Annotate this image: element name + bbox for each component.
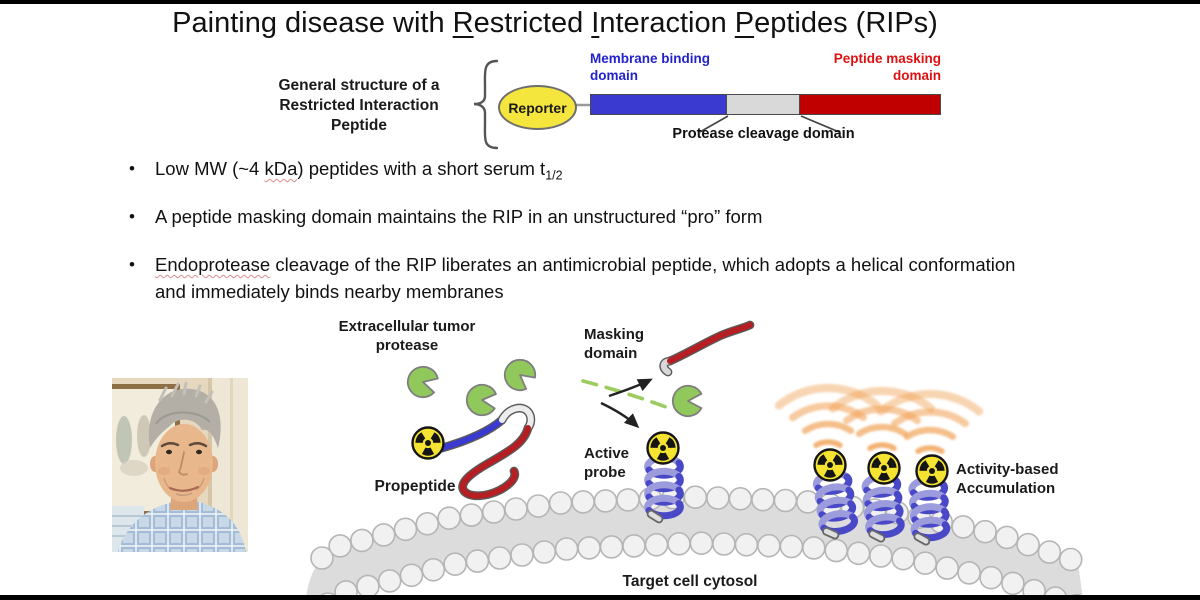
domain-bar	[590, 94, 941, 115]
protease-cleavage-label: Protease cleavage domain	[672, 126, 855, 142]
reporter-label: Reporter	[508, 99, 567, 116]
letterbox-bottom	[0, 595, 1200, 600]
bullet-marker: •	[129, 207, 135, 226]
accumulation-label: Activity-based Accumulation	[956, 461, 1059, 497]
bullet-marker: •	[129, 255, 135, 274]
bullet-marker: •	[129, 159, 135, 178]
bullet-text: Endoprotease cleavage of the RIP liberat…	[155, 254, 1016, 302]
title-text: Painting disease with	[172, 7, 453, 39]
propeptide-label: Propeptide	[374, 478, 456, 495]
cytosol-label: Target cell cytosol	[622, 573, 758, 590]
bullet-item: • Endoprotease cleavage of the RIP liber…	[129, 251, 1040, 305]
title-text: eptides (RIPs)	[754, 7, 938, 39]
active-probe-label: Active probe	[584, 445, 630, 481]
bullet-item: • Low MW (~4 kDa) peptides with a short …	[129, 155, 1040, 182]
bullet-text: Low MW (~4 kDa) peptides with a short se…	[155, 158, 563, 183]
reporter-oval: Reporter	[498, 85, 577, 130]
bullet-item: • A peptide masking domain maintains the…	[129, 203, 1040, 230]
structure-label-line2: Restricted Interaction Peptide	[279, 97, 439, 134]
bullet-text: A peptide masking domain maintains the R…	[155, 206, 763, 227]
title-text: estricted	[473, 7, 592, 39]
portrait-photo-svg	[112, 378, 248, 552]
title-underlined-letter: I	[591, 7, 600, 39]
slide-title: Painting disease with Restricted Interac…	[0, 7, 1110, 40]
peptide-masking-label: Peptide masking domain	[833, 51, 941, 83]
protease-cleavage-domain-segment	[727, 95, 800, 114]
extracellular-protease-label: Extracellular tumor protease	[338, 318, 476, 354]
title-underlined-letter: R	[452, 7, 474, 39]
title-underlined-letter: P	[734, 7, 755, 39]
membrane-binding-label: Membrane binding domain	[590, 51, 711, 83]
portrait-photo	[112, 378, 248, 552]
structure-label: General structure of a Restricted Intera…	[250, 76, 468, 136]
membrane-binding-domain-segment	[591, 95, 727, 114]
peptide-masking-domain-segment	[800, 95, 940, 114]
structure-label-line1: General structure of a	[278, 77, 440, 94]
letterbox-top	[0, 0, 1200, 4]
masking-domain-label: Masking domain	[584, 326, 645, 362]
title-text: nteraction	[599, 7, 735, 39]
